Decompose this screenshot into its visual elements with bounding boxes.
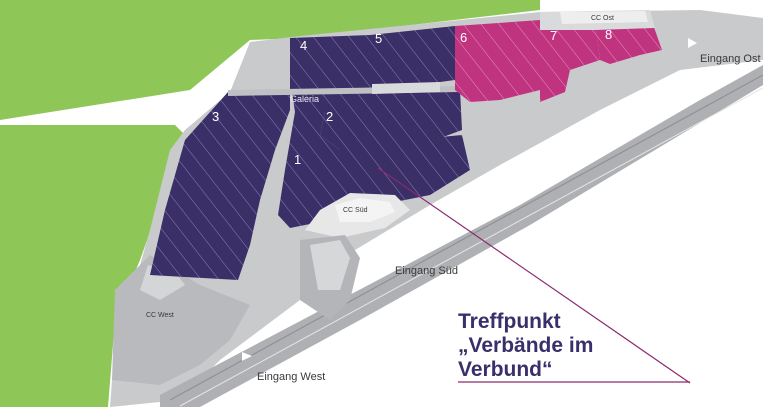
- road-line: [179, 87, 763, 407]
- cc-sued-label: CC Süd: [343, 207, 368, 214]
- callout-line-2: „Verbände im: [458, 334, 593, 357]
- entrance-west-marker: [242, 352, 252, 361]
- hall-3-label: 3: [212, 109, 219, 124]
- bridge-roof: [310, 240, 350, 290]
- entrance-ost-label: Eingang Ost: [700, 53, 761, 65]
- cc-west-label: CC West: [146, 312, 174, 319]
- hall-4: [290, 35, 370, 92]
- hall-gap: [372, 82, 440, 94]
- entrance-sued-label: Eingang Süd: [395, 265, 458, 277]
- hall-5-label: 5: [375, 31, 382, 46]
- hall-2-label: 2: [326, 109, 333, 124]
- hall-6: [455, 20, 540, 102]
- hall-3: [150, 92, 290, 280]
- galeria-label: Galeria: [290, 94, 319, 104]
- hall-5: [370, 26, 455, 88]
- entrance-west-label: Eingang West: [257, 371, 325, 383]
- grass-area-left: [0, 125, 190, 407]
- hall-4-label: 4: [300, 38, 307, 53]
- entrance-ost-marker: [688, 38, 697, 48]
- cc-ost-roof: [560, 11, 648, 24]
- hall-8-label: 8: [605, 27, 612, 42]
- hall-7: [540, 18, 600, 102]
- hall-1: [278, 112, 470, 228]
- grass-area: [0, 0, 540, 120]
- cc-ost-label: CC Ost: [591, 15, 614, 22]
- callout-line-1: Treffpunkt: [458, 310, 561, 333]
- hall-1-label: 1: [294, 152, 301, 167]
- road-line: [169, 74, 763, 401]
- hall-2: [292, 90, 462, 150]
- callout-pointer: [377, 167, 691, 384]
- hall-6-label: 6: [460, 30, 467, 45]
- callout-line-3: Verbund“: [458, 358, 553, 381]
- hall-7-label: 7: [550, 28, 557, 43]
- cc-sued-roof: [335, 198, 395, 222]
- entrance-sued-marker: [383, 255, 392, 264]
- road: [160, 65, 763, 407]
